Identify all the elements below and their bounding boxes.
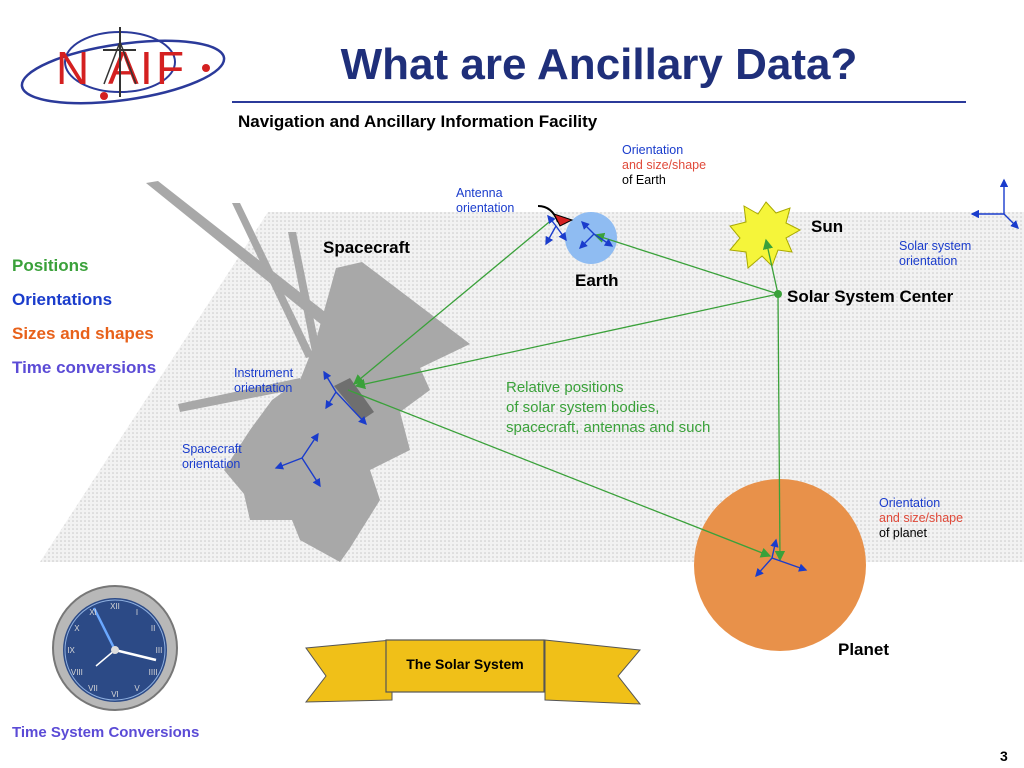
- category-time-conversions: Time conversions: [12, 358, 157, 377]
- clock-numeral: IX: [67, 646, 75, 655]
- solar-system-center-dot: [774, 290, 782, 298]
- page-title: What are Ancillary Data?: [340, 40, 858, 89]
- category-positions: Positions: [12, 256, 89, 275]
- planet-body: [694, 479, 866, 651]
- instrument-orientation-note: Instrument orientation: [234, 366, 294, 395]
- antenna-orientation-axes: [545, 214, 567, 246]
- clock-numeral: IIII: [149, 668, 158, 677]
- earth-orientation-note: Orientation and size/shape of Earth: [622, 143, 707, 187]
- antenna-dish: [537, 205, 574, 227]
- spacecraft-orientation-note: Spacecraft orientation: [182, 442, 242, 471]
- svg-text:I: I: [140, 42, 153, 94]
- category-orientations: Orientations: [12, 290, 113, 309]
- solar-system-banner: [304, 639, 642, 705]
- planet-orientation-axes: [755, 538, 808, 578]
- clock-numeral: III: [156, 646, 163, 655]
- clock-numeral: VII: [88, 684, 98, 693]
- page-number: 3: [1000, 748, 1008, 764]
- solar-system-orientation-axes: [970, 178, 1019, 229]
- category-sizes-and-shapes: Sizes and shapes: [12, 324, 154, 343]
- instrument-orientation-axes: [323, 370, 367, 426]
- clock-numeral: I: [136, 608, 138, 617]
- planet-orientation-note: Orientation and size/shape of planet: [879, 496, 964, 540]
- earth-label: Earth: [575, 271, 619, 290]
- clock-numeral: XII: [110, 602, 120, 611]
- title-rule: [232, 101, 966, 103]
- clock-numeral: II: [151, 624, 155, 633]
- spacecraft-label: Spacecraft: [323, 238, 410, 257]
- antenna-orientation-note: Antenna orientation: [456, 186, 515, 215]
- page-subtitle: Navigation and Ancillary Information Fac…: [238, 112, 598, 131]
- planet-label: Planet: [838, 640, 890, 659]
- earth-orientation-axes: [579, 221, 614, 249]
- time-system-conversions-label: Time System Conversions: [12, 724, 200, 741]
- clock-numeral: VI: [111, 690, 119, 699]
- position-vectors: [347, 217, 786, 562]
- clock-numeral: V: [134, 684, 140, 693]
- clock-numeral: XI: [89, 608, 97, 617]
- sun-label: Sun: [811, 217, 844, 236]
- spacecraft-silhouette: [146, 181, 470, 562]
- instrument-box: [334, 378, 374, 420]
- clock-numeral: VIII: [71, 668, 83, 677]
- relative-positions-note: Relative positions of solar system bodie…: [506, 379, 711, 436]
- svg-text:F: F: [156, 42, 184, 94]
- banner-label: The Solar System: [406, 656, 524, 672]
- clock-icon: [52, 585, 178, 711]
- earth-body: [565, 212, 617, 264]
- solar-system-orientation-note: Solar system orientation: [899, 239, 972, 268]
- spacecraft-orientation-axes: [274, 432, 321, 488]
- clock-numeral: X: [74, 624, 80, 633]
- naif-logo: N A I F: [20, 27, 226, 105]
- svg-text:N: N: [56, 42, 89, 94]
- sun-body: [729, 201, 802, 269]
- solar-system-center-label: Solar System Center: [787, 287, 954, 306]
